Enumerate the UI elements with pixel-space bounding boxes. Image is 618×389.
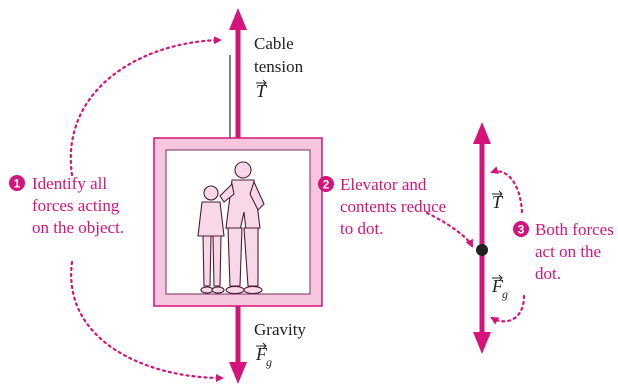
step-1-number: 1 <box>14 177 21 191</box>
tension-arrow <box>229 8 247 138</box>
step-3-line-3: dot. <box>535 264 561 283</box>
gravity-subscript: g <box>266 355 272 369</box>
step-2-line-2: contents reduce <box>340 197 446 216</box>
dotted-arrow-to-dot <box>427 213 472 246</box>
step-2-number: 2 <box>323 178 330 192</box>
step-1-line-1: Identify all <box>32 174 107 193</box>
gravity-label-text: Gravity <box>254 320 306 339</box>
tension-label-line-2: tension <box>254 57 304 76</box>
dot-tension-symbol: T <box>492 192 504 212</box>
dot-tension-label: T <box>492 191 504 212</box>
tension-label-line-1: Cable <box>254 34 294 53</box>
dot-gravity-subscript: g <box>502 287 508 301</box>
step-1-line-2: forces acting <box>32 196 120 215</box>
step-3-number: 3 <box>518 223 525 237</box>
step-3-line-1: Both forces <box>535 220 614 239</box>
particle-dot <box>476 244 488 256</box>
step-2-line-3: to dot. <box>340 219 383 238</box>
dot-force-diagram <box>473 122 491 354</box>
dot-gravity-label: F g <box>491 275 508 301</box>
gravity-arrow <box>229 306 247 384</box>
step-2-annotation: 2 Elevator and contents reduce to dot. <box>318 175 446 238</box>
tension-symbol: T <box>256 81 268 101</box>
gravity-label: Gravity F g <box>254 320 306 369</box>
step-1-annotation: 1 Identify all forces acting on the obje… <box>9 174 124 237</box>
step-1-line-3: on the object. <box>32 218 124 237</box>
step-3-line-2: act on the <box>535 242 601 261</box>
step-3-annotation: 3 Both forces act on the dot. <box>513 220 614 283</box>
step-2-line-1: Elevator and <box>340 175 427 194</box>
dotted-arrow-to-dot-gravity <box>492 296 524 321</box>
tension-label: Cable tension T <box>254 34 304 101</box>
